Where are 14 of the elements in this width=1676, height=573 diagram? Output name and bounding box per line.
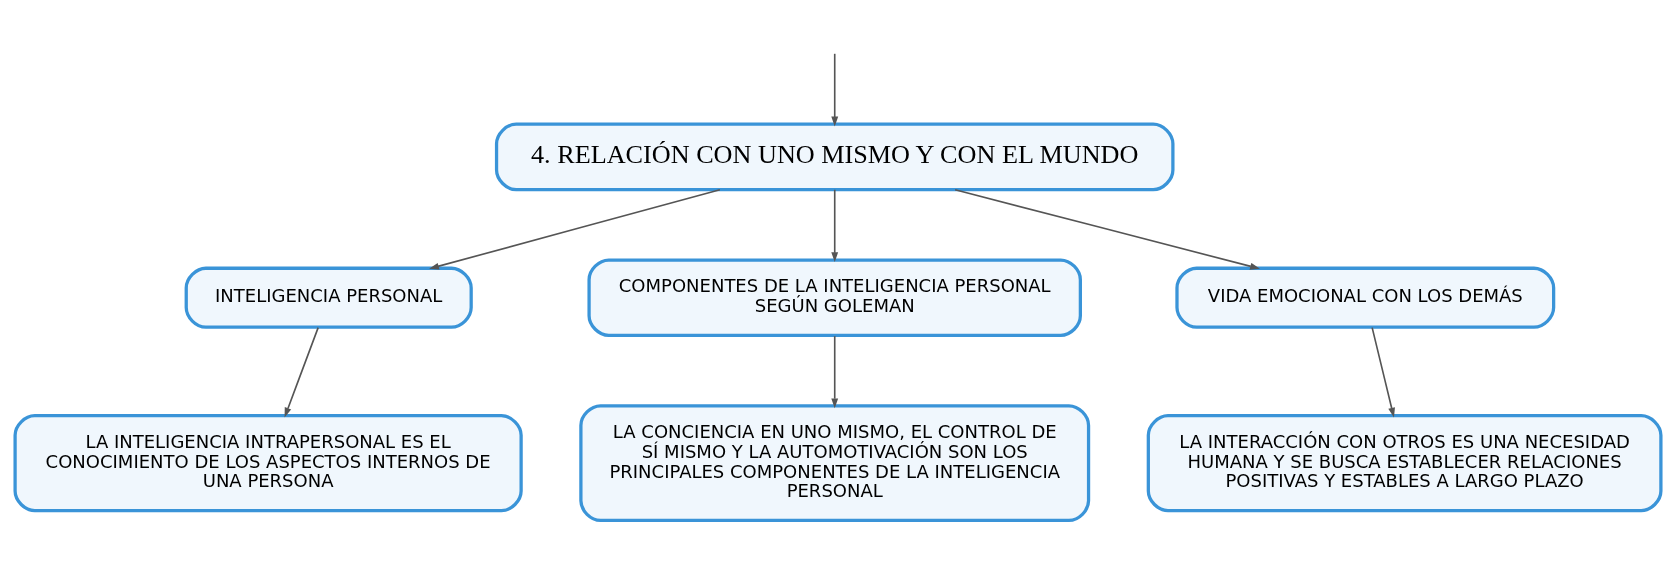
node-box: VIDA EMOCIONAL CON LOS DEMÁS	[1175, 266, 1556, 329]
node-box: INTELIGENCIA PERSONAL	[184, 266, 473, 329]
arrow	[1371, 326, 1395, 418]
node-box: COMPONENTES DE LA INTELIGENCIA PERSONAL SEGÚN GOLEMAN	[587, 258, 1082, 338]
arrow	[284, 326, 319, 418]
node-box: LA INTERACCIÓN CON OTROS ES UNA NECESIDAD HUMANA Y SE BUSCA ESTABLECER RELACIONES POSITIVAS Y ESTABLES A LARGO PLAZO	[1146, 414, 1663, 513]
arrow	[831, 335, 839, 409]
arrow	[831, 188, 839, 263]
arrow	[831, 53, 839, 127]
arrow	[429, 188, 721, 270]
arrow	[954, 188, 1260, 270]
node-box: 4. RELACIÓN CON UNO MISMO Y CON EL MUNDO	[494, 122, 1175, 192]
node-box: LA INTELIGENCIA INTRAPERSONAL ES EL CONOCIMIENTO DE LOS ASPECTOS INTERNOS DE UNA PERSONA	[13, 414, 523, 513]
node-box: LA CONCIENCIA EN UNO MISMO, EL CONTROL DE SÍ MISMO Y LA AUTOMOTIVACIÓN SON LOS PRINCIPALES COMPONENTES DE LA INTELIGENCIA PERSONAL	[579, 404, 1091, 523]
